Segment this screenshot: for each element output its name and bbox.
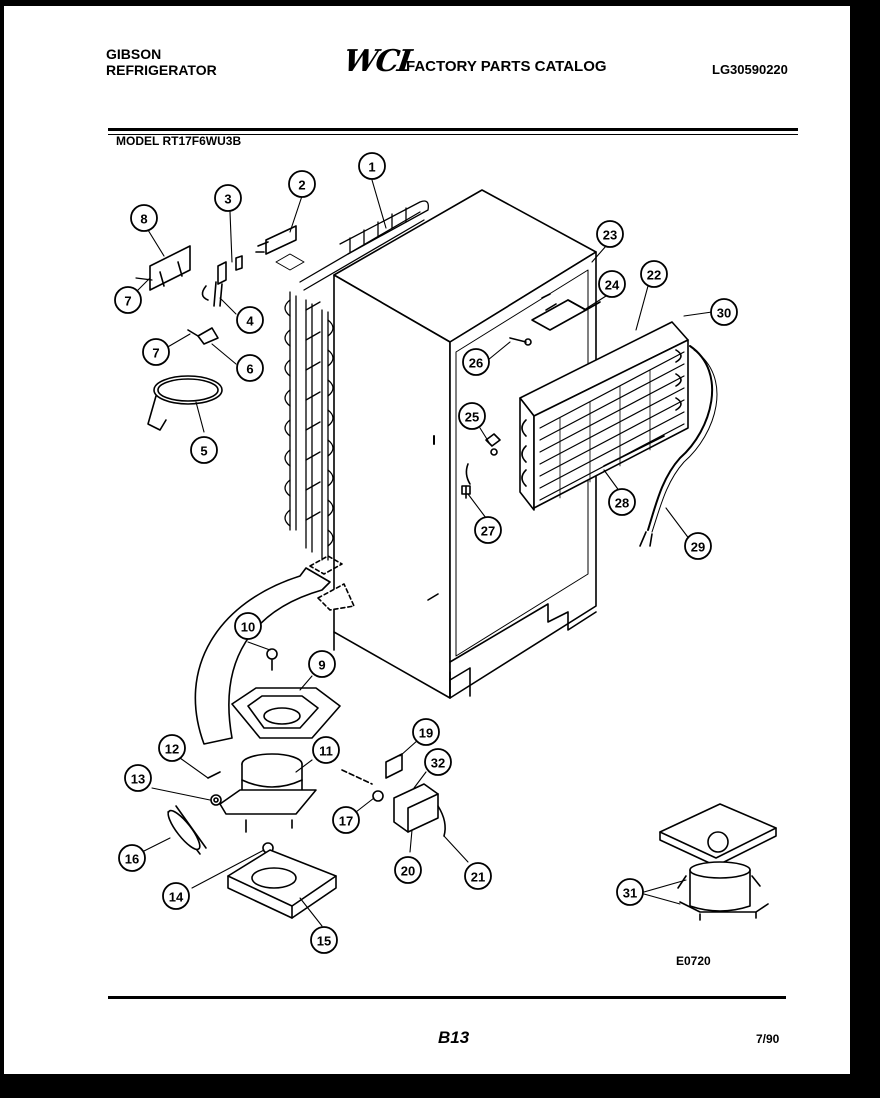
callout-1: 1	[358, 152, 386, 180]
svg-text:16: 16	[125, 852, 139, 867]
svg-text:28: 28	[615, 496, 629, 511]
leader-lines	[137, 179, 713, 927]
interior-small-parts	[461, 293, 601, 499]
footer-rule	[108, 996, 786, 999]
drain-tube	[194, 555, 355, 745]
callout-22: 22	[640, 260, 668, 288]
svg-text:22: 22	[647, 268, 661, 283]
callout-17: 17	[332, 806, 360, 834]
compressor-mount-pad	[231, 648, 341, 739]
callout-31: 31	[616, 878, 644, 906]
callout-11: 11	[312, 736, 340, 764]
callout-2: 2	[288, 170, 316, 198]
evaporator-coil	[519, 321, 718, 547]
svg-text:30: 30	[717, 306, 731, 321]
model-label: MODEL RT17F6WU3B	[116, 134, 242, 148]
callout-21: 21	[464, 862, 492, 890]
svg-text:8: 8	[140, 212, 147, 227]
product-type: REFRIGERATOR	[106, 62, 217, 78]
callout-25: 25	[458, 402, 486, 430]
svg-text:27: 27	[481, 524, 495, 539]
catalog-number: LG30590220	[712, 62, 788, 77]
svg-text:21: 21	[471, 870, 485, 885]
svg-text:32: 32	[431, 756, 445, 771]
svg-text:5: 5	[200, 444, 207, 459]
callout-26: 26	[462, 348, 490, 376]
brand-block: GIBSON REFRIGERATOR	[106, 46, 217, 78]
callout-7b: 7	[142, 338, 170, 366]
callout-19: 19	[412, 718, 440, 746]
svg-text:12: 12	[165, 742, 179, 757]
svg-text:19: 19	[419, 726, 433, 741]
callout-27: 27	[474, 516, 502, 544]
callout-8: 8	[130, 204, 158, 232]
callout-6: 6	[236, 354, 264, 382]
svg-text:20: 20	[401, 864, 415, 879]
callout-24: 24	[598, 270, 626, 298]
svg-text:29: 29	[691, 540, 705, 555]
svg-text:4: 4	[246, 314, 254, 329]
callout-13: 13	[124, 764, 152, 792]
svg-text:7: 7	[124, 294, 131, 309]
diagram-code: E0720	[676, 954, 711, 968]
svg-text:31: 31	[623, 886, 637, 901]
svg-text:14: 14	[169, 890, 184, 905]
callout-15: 15	[310, 926, 338, 954]
header-rule-thin	[108, 134, 798, 135]
brand-name: GIBSON	[106, 46, 162, 62]
svg-text:7: 7	[152, 346, 159, 361]
svg-text:9: 9	[318, 658, 325, 673]
svg-text:23: 23	[603, 228, 617, 243]
compressor	[167, 753, 373, 855]
svg-text:13: 13	[131, 772, 145, 787]
condenser-coil	[275, 200, 429, 561]
callout-16: 16	[118, 844, 146, 872]
header-rule	[108, 128, 798, 131]
svg-text:6: 6	[246, 362, 253, 377]
svg-text:1: 1	[368, 160, 375, 175]
callout-3: 3	[214, 184, 242, 212]
page-number: B13	[438, 1028, 470, 1047]
svg-text:10: 10	[241, 620, 255, 635]
callout-14: 14	[162, 882, 190, 910]
compressor-base-pan	[227, 849, 337, 919]
svg-text:2: 2	[298, 178, 305, 193]
callout-7a: 7	[114, 286, 142, 314]
catalog-title: FACTORY PARTS CATALOG	[406, 58, 607, 75]
alternate-compressor	[659, 803, 777, 921]
thermostat-parts	[135, 225, 297, 431]
svg-text:3: 3	[224, 192, 231, 207]
svg-text:11: 11	[319, 744, 333, 759]
callout-4: 4	[236, 306, 264, 334]
svg-text:26: 26	[469, 356, 483, 371]
relay-overload	[372, 753, 446, 837]
svg-text:24: 24	[605, 278, 620, 293]
callout-30: 30	[710, 298, 738, 326]
callout-32: 32	[424, 748, 452, 776]
callout-12: 12	[158, 734, 186, 762]
callout-28: 28	[608, 488, 636, 516]
svg-text:25: 25	[465, 410, 479, 425]
callout-20: 20	[394, 856, 422, 884]
svg-text:15: 15	[317, 934, 331, 949]
callout-10: 10	[234, 612, 262, 640]
svg-text:17: 17	[339, 814, 353, 829]
callout-5: 5	[190, 436, 218, 464]
callout-29: 29	[684, 532, 712, 560]
callout-23: 23	[596, 220, 624, 248]
print-date: 7/90	[756, 1032, 780, 1046]
callout-9: 9	[308, 650, 336, 678]
